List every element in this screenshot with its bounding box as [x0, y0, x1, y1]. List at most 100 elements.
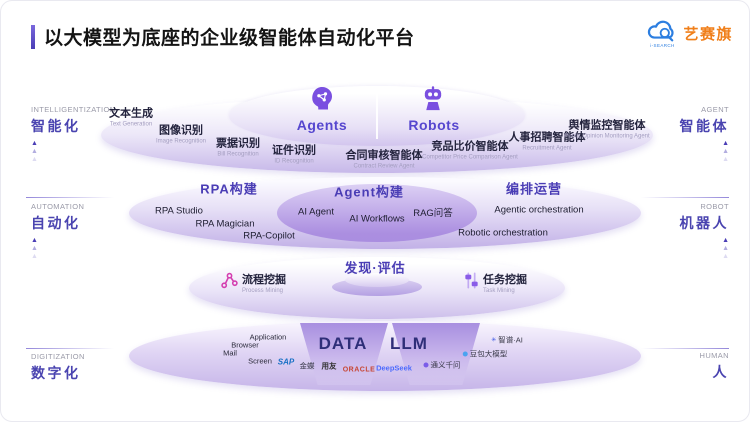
vendor-label: 智谱·AI: [498, 335, 523, 345]
tongyi-icon: [423, 362, 429, 368]
agent-item: 证件识别 ID Recognition: [272, 142, 316, 165]
process-mining-icon: [221, 272, 238, 294]
orchestration-header: 编排运营: [505, 181, 563, 197]
title-bar: 以大模型为底座的企业级智能体自动化平台: [31, 23, 415, 50]
vendor-logo-deepseek: DeepSeek: [376, 363, 412, 373]
task-mining-cn: 任务挖掘: [483, 274, 527, 286]
agent-item-en: Bill Recognition: [217, 151, 259, 158]
up-arrows-icon: ▲▲▲: [31, 140, 38, 163]
agent-item-en: Recruitment Agent: [522, 145, 572, 152]
llm-header: LLM: [390, 334, 428, 353]
build-item: RPA-Copilot: [243, 230, 295, 242]
side-label-cn: 自动化: [31, 215, 81, 231]
agent-item-cn: 证件识别: [272, 144, 316, 157]
divider: [641, 348, 729, 349]
side-label-digitization: DIGITIZATION 数字化: [31, 352, 141, 383]
vendor-logo-doubao: 豆包大模型: [462, 349, 508, 360]
agent-item: 合同审核智能体 Contract Review Agent: [346, 147, 423, 170]
agents-head-icon: [307, 85, 337, 120]
side-label-human: HUMAN 人: [619, 351, 729, 382]
task-mining-item: 任务挖掘 Task Mining: [464, 271, 527, 294]
build-item: Agentic orchestration: [494, 204, 584, 216]
vendor-logo-yonyou: 用友: [321, 361, 337, 371]
data-header: DATA: [318, 334, 368, 353]
title-accent-bar: [31, 24, 35, 49]
vendor-logo-kingdee: 金蝶: [299, 361, 315, 371]
build-item: AI Workflows: [349, 213, 405, 225]
robots-icon: [419, 85, 447, 118]
side-label-en: HUMAN: [699, 351, 729, 360]
up-arrows-icon: ▲▲▲: [722, 237, 729, 260]
process-mining-item: 流程挖掘 Process Mining: [221, 271, 286, 294]
agent-item: 竞品比价智能体 Competitor Price Comparison Agen…: [422, 138, 518, 161]
vendor-logo-tongyi: 通义千问: [423, 360, 461, 371]
data-source: Browser: [231, 340, 259, 350]
agent-item-en: Contract Review Agent: [353, 163, 415, 170]
agent-item-en: Text Generation: [109, 121, 153, 128]
agent-item-cn: 竞品比价智能体: [431, 140, 509, 153]
vendor-logo-zhipu: ✳ 智谱·AI: [491, 335, 523, 346]
divider: [26, 197, 114, 198]
side-label-en: DIGITIZATION: [31, 352, 85, 361]
data-source: Application: [249, 332, 287, 342]
side-label-cn: 人: [712, 364, 729, 380]
side-label-cn: 智能体: [679, 118, 729, 134]
task-mining-icon: [464, 272, 479, 294]
rpa-build-header: RPA构建: [200, 181, 258, 197]
divider: [641, 197, 729, 198]
page-title: 以大模型为底座的企业级智能体自动化平台: [44, 28, 415, 49]
build-item: Robotic orchestration: [458, 227, 548, 239]
vendor-logo-sap: SAP: [277, 357, 295, 367]
process-mining-en: Process Mining: [242, 288, 284, 294]
agent-item: 人事招聘智能体 Recruitment Agent: [509, 129, 586, 152]
vendor-label: 豆包大模型: [469, 349, 508, 359]
agent-build-header: Agent构建: [334, 184, 404, 200]
agent-item-cn: 人事招聘智能体: [508, 131, 586, 144]
side-label-robot: ROBOT 机器人 ▲▲▲: [619, 202, 730, 261]
build-item: RAG问答: [413, 208, 453, 219]
brand-logo: i-SEARCH 艺赛旗: [645, 19, 733, 48]
side-label-automation: AUTOMATION 自动化 ▲▲▲: [31, 202, 141, 261]
agent-item: 舆情监控智能体 Public Opinion Monitoring Agent: [564, 117, 649, 140]
up-arrows-icon: ▲▲▲: [722, 140, 729, 163]
build-item: AI Agent: [298, 206, 334, 218]
side-label-cn: 机器人: [679, 215, 729, 231]
agent-item: 票据识别 Bill Recognition: [216, 135, 260, 158]
build-platform-center: [277, 184, 477, 242]
cloud-search-icon: i-SEARCH: [645, 19, 679, 48]
zhipu-icon: ✳: [491, 337, 497, 344]
agent-item-en: Public Opinion Monitoring Agent: [564, 133, 650, 140]
build-item: RPA Magician: [195, 218, 255, 230]
brand-sub-label: i-SEARCH: [650, 43, 675, 48]
side-label-intelligentization: INTELLIGENTIZATION 智能化 ▲▲▲: [31, 105, 141, 164]
agent-item-en: Competitor Price Comparison Agent: [422, 154, 518, 161]
doubao-icon: [462, 351, 468, 357]
agent-item-cn: 票据识别: [216, 137, 260, 150]
build-item: RPA Studio: [155, 205, 203, 217]
task-mining-en: Task Mining: [483, 288, 515, 294]
side-label-cn: 智能化: [31, 118, 81, 134]
agent-item: 图像识别 Image Recognition: [156, 122, 206, 145]
agent-item-cn: 图像识别: [159, 124, 203, 137]
agent-item-en: Image Recognition: [155, 138, 207, 145]
vendor-logo-oracle: ORACLE: [342, 366, 376, 374]
brand-name: 艺赛旗: [683, 26, 733, 43]
agent-item-en: ID Recognition: [274, 158, 314, 165]
pedestal: [345, 273, 409, 287]
discovery-header: 发现·评估: [344, 260, 406, 276]
side-label-en: AGENT: [701, 105, 729, 114]
data-source: Screen: [248, 356, 272, 366]
agents-group-label: Agents: [296, 117, 348, 133]
data-source: Mail: [223, 348, 237, 358]
agent-item-cn: 舆情监控智能体: [568, 119, 646, 132]
up-arrows-icon: ▲▲▲: [31, 237, 38, 260]
agent-item-cn: 合同审核智能体: [345, 149, 423, 162]
side-label-en: INTELLIGENTIZATION: [31, 105, 116, 114]
divider: [26, 348, 114, 349]
side-label-en: AUTOMATION: [31, 202, 85, 211]
side-label-agent: AGENT 智能体 ▲▲▲: [619, 105, 730, 164]
divider: [376, 93, 378, 139]
vendor-label: 通义千问: [430, 360, 461, 370]
side-label-en: ROBOT: [700, 202, 729, 211]
